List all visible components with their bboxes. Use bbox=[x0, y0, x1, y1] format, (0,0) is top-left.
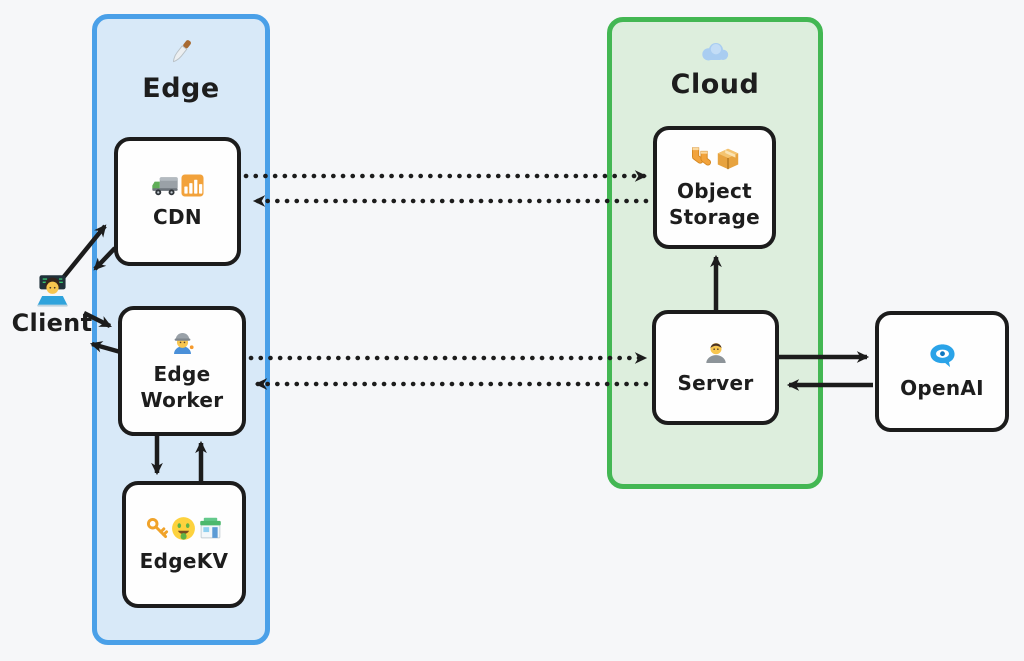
node-edgekv-label: EdgeKV bbox=[139, 548, 229, 573]
node-edge-worker-label: Edge Worker bbox=[140, 362, 224, 412]
client-label: Client bbox=[11, 309, 93, 337]
edge-group-title: Edge bbox=[142, 73, 220, 104]
node-object-storage-label: Object Storage bbox=[668, 179, 761, 229]
eye-in-speech-bubble-icon bbox=[929, 343, 956, 368]
cloud-icon bbox=[699, 40, 731, 63]
node-object-storage-icons bbox=[688, 145, 741, 171]
node-openai-icons bbox=[929, 343, 956, 368]
node-cdn-icons bbox=[151, 173, 204, 197]
key-icon bbox=[145, 516, 169, 540]
node-cdn: CDN bbox=[114, 137, 241, 266]
node-openai: OpenAI bbox=[875, 311, 1009, 432]
node-server-label: Server bbox=[677, 371, 754, 395]
node-server-icons bbox=[704, 339, 728, 363]
node-openai-label: OpenAI bbox=[900, 375, 984, 400]
cloud-group-title: Cloud bbox=[670, 69, 760, 100]
technologist-icon bbox=[34, 274, 71, 307]
factory-worker-icon bbox=[170, 329, 195, 354]
cloud-group-header: Cloud bbox=[612, 40, 818, 100]
socks-icon bbox=[688, 146, 713, 171]
node-server: Server bbox=[652, 310, 779, 425]
bar-chart-icon bbox=[181, 173, 204, 197]
money-mouth-face-icon bbox=[171, 516, 196, 541]
delivery-truck-icon bbox=[151, 174, 179, 197]
node-edge-worker: Edge Worker bbox=[118, 306, 246, 436]
node-edgekv-icons bbox=[145, 516, 223, 541]
convenience-store-icon bbox=[198, 516, 223, 541]
package-icon bbox=[715, 145, 741, 171]
node-object-storage: Object Storage bbox=[653, 126, 776, 249]
edge-group-header: Edge bbox=[97, 37, 265, 104]
node-cdn-label: CDN bbox=[153, 204, 202, 229]
person-icon bbox=[704, 339, 728, 363]
node-edgekv: EdgeKV bbox=[122, 481, 246, 608]
client-actor: Client bbox=[10, 274, 94, 337]
node-edge-worker-icons bbox=[170, 329, 195, 354]
kitchen-knife-icon bbox=[166, 37, 196, 67]
